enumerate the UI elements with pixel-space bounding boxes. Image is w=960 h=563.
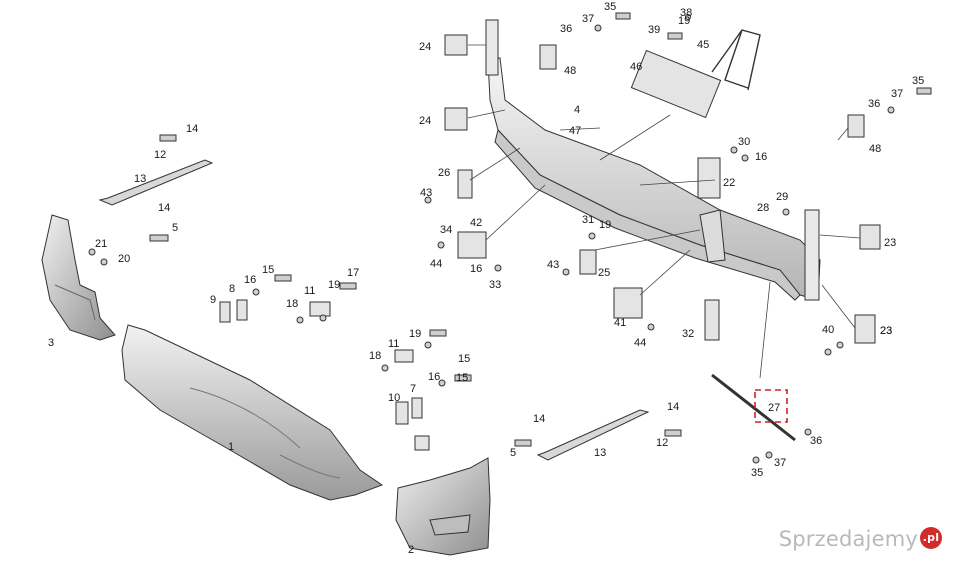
part-label: 15 xyxy=(262,264,274,276)
part-label: 44 xyxy=(430,258,442,270)
part-label: 27 xyxy=(768,402,780,414)
part-label: 5 xyxy=(510,447,516,459)
part-label: 3 xyxy=(48,337,54,349)
part-label: 29 xyxy=(776,191,788,203)
part-label: 23 xyxy=(880,325,892,337)
watermark-logo-badge: .pl xyxy=(920,527,942,549)
part-label: 33 xyxy=(489,279,501,291)
part-label: 11 xyxy=(304,285,315,297)
part-label: 8 xyxy=(229,283,235,295)
part-label: 24 xyxy=(419,115,431,127)
part-label: 34 xyxy=(440,224,452,236)
part-label: 38 xyxy=(680,7,692,19)
watermark-text: Sprzedajemy xyxy=(778,527,918,551)
part-label: 18 xyxy=(286,298,298,310)
strap-left xyxy=(98,159,214,206)
part-label: 36 xyxy=(810,435,822,447)
strap-right xyxy=(536,409,650,461)
part-label: 48 xyxy=(564,65,576,77)
part-label: 14 xyxy=(186,123,198,135)
part-label: 19 xyxy=(328,279,340,291)
part-label: 45 xyxy=(697,39,709,51)
part-label: 16 xyxy=(244,274,256,286)
main-crossbeam xyxy=(485,19,821,301)
part-label: 37 xyxy=(582,13,594,25)
part-label: 23 xyxy=(884,237,896,249)
left-corner-panel xyxy=(41,214,116,341)
part-label: 37 xyxy=(891,88,903,100)
part-label: 42 xyxy=(470,217,482,229)
part-label: 12 xyxy=(656,437,668,449)
part-label: 19 xyxy=(678,15,690,27)
wire-clip-45 xyxy=(711,29,761,91)
part-label: 31 xyxy=(582,214,594,226)
part-label: 41 xyxy=(614,317,626,329)
part-label: 47 xyxy=(569,125,581,137)
part-label: 5 xyxy=(172,222,178,234)
part-label: 36 xyxy=(868,98,880,110)
part-label: 10 xyxy=(388,392,400,404)
part-label: 19 xyxy=(599,219,611,231)
part-label: 32 xyxy=(682,328,694,340)
part-label: 40 xyxy=(822,324,834,336)
brackets xyxy=(219,34,881,451)
part-label: 43 xyxy=(420,187,432,199)
part-label: 30 xyxy=(738,136,750,148)
leader-lines xyxy=(467,44,861,379)
part-label: 13 xyxy=(134,173,146,185)
part-label: 17 xyxy=(347,267,359,279)
part-label: 16 xyxy=(428,371,440,383)
tow-hook-assembly xyxy=(711,373,796,442)
part-label: 37 xyxy=(774,457,786,469)
bolts xyxy=(88,12,932,464)
part-label: 12 xyxy=(154,149,166,161)
part-label: 16 xyxy=(755,151,767,163)
part-number-labels: 1 2 3 4 47 5 5 7 8 9 10 11 11 12 12 13 1… xyxy=(48,1,924,556)
part-label: 35 xyxy=(751,467,763,479)
part-label: 39 xyxy=(648,24,660,36)
part-label: 14 xyxy=(533,413,545,425)
part-label: 35 xyxy=(912,75,924,87)
part-label: 44 xyxy=(634,337,646,349)
part-label: 26 xyxy=(438,167,450,179)
part-label: 35 xyxy=(604,1,616,13)
part-label: 24 xyxy=(419,41,431,53)
part-label: 14 xyxy=(667,401,679,413)
part-label: 48 xyxy=(869,143,881,155)
part-label: 4 xyxy=(574,104,580,116)
part-label: 23 xyxy=(880,325,892,337)
part-label: 13 xyxy=(594,447,606,459)
part-label: 1 xyxy=(228,441,234,453)
part-label: 7 xyxy=(410,383,416,395)
part-label: 43 xyxy=(547,259,559,271)
part-label: 9 xyxy=(210,294,216,306)
part-label: 20 xyxy=(118,253,130,265)
part-label: 15 xyxy=(456,372,468,384)
part-label: 36 xyxy=(560,23,572,35)
bumper-cover xyxy=(121,324,384,501)
part-label: 22 xyxy=(723,177,735,189)
part-label: 25 xyxy=(598,267,610,279)
part-label: 15 xyxy=(458,353,470,365)
part-label: 2 xyxy=(408,544,414,556)
part-label: 11 xyxy=(388,338,399,350)
part-label: 16 xyxy=(470,263,482,275)
part-label: 18 xyxy=(369,350,381,362)
part-label: 14 xyxy=(158,202,170,214)
part-label: 21 xyxy=(95,238,107,250)
part-label: 19 xyxy=(409,328,421,340)
part-label: 46 xyxy=(630,61,642,73)
right-corner-panel xyxy=(395,457,491,556)
site-watermark: Sprzedajemy.pl xyxy=(779,527,942,551)
part-label: 28 xyxy=(757,202,769,214)
